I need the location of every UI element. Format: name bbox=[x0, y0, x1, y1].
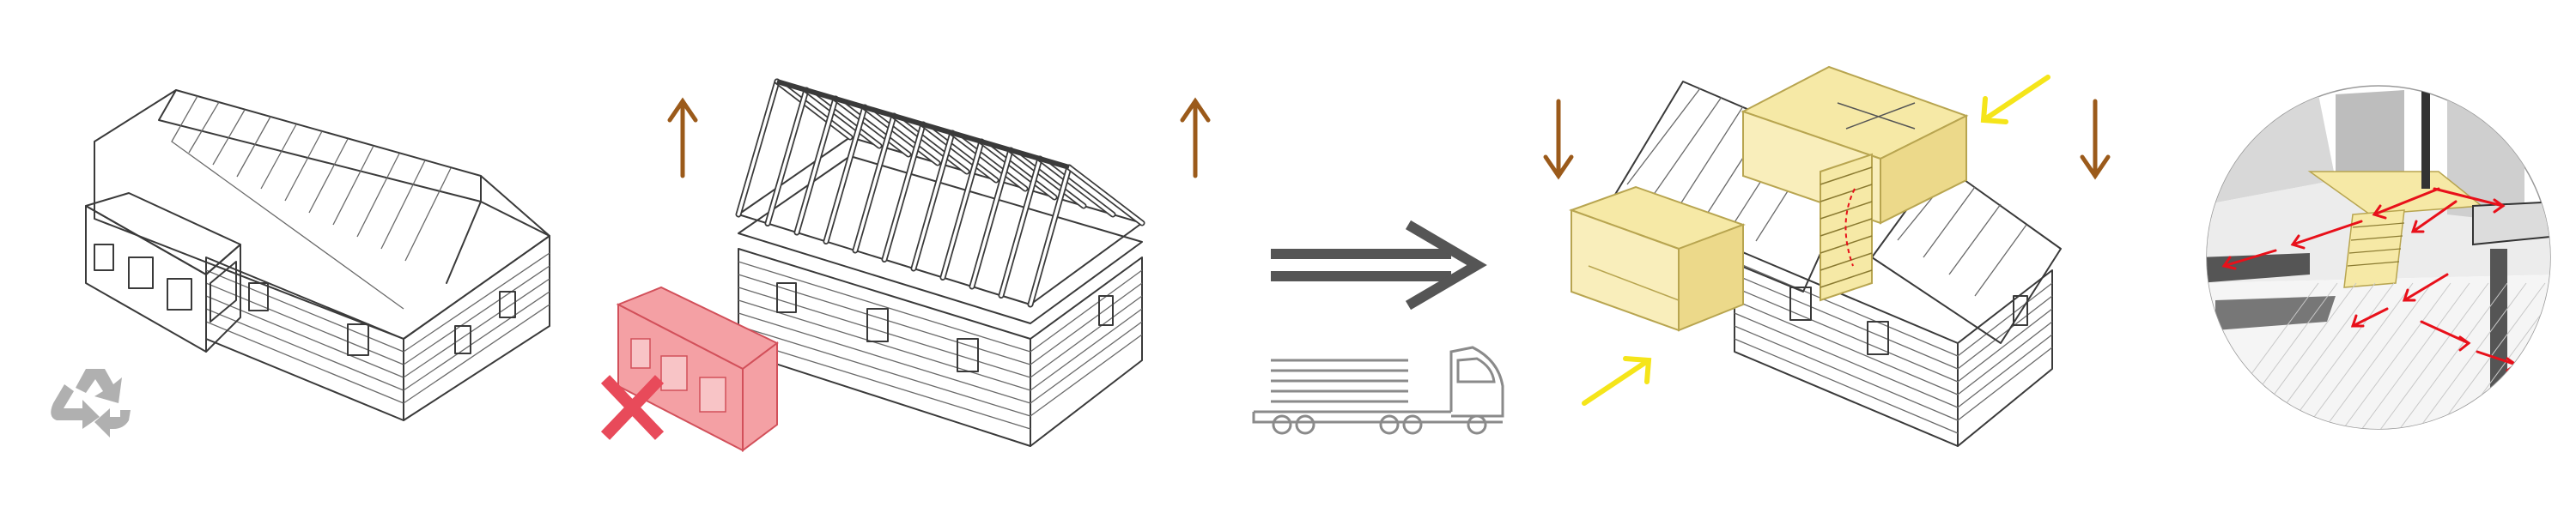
existing-house bbox=[51, 89, 550, 438]
rafter bbox=[854, 114, 896, 252]
rafter bbox=[1029, 166, 1071, 306]
rafter bbox=[883, 123, 925, 262]
rafter bbox=[775, 80, 852, 139]
detail-circulation bbox=[2206, 85, 2576, 446]
rafter bbox=[805, 88, 881, 148]
double-arrow-icon bbox=[1271, 220, 1487, 311]
arrow-diagonal-icon-top bbox=[1980, 75, 2050, 124]
hatch-line bbox=[2367, 282, 2489, 429]
rafter bbox=[980, 140, 1056, 199]
arrow-down-icon-right bbox=[2080, 99, 2111, 180]
rafter bbox=[766, 88, 808, 226]
recycle-icon bbox=[51, 369, 131, 438]
rafter bbox=[951, 131, 1027, 190]
arrow-up-icon-right bbox=[1180, 97, 1211, 178]
removed-annex bbox=[616, 286, 779, 452]
truck-icon bbox=[1252, 346, 1504, 435]
arrow-down-icon-left bbox=[1543, 99, 1574, 180]
rafter bbox=[912, 131, 954, 270]
new-volumes-inserted bbox=[1543, 65, 2111, 447]
ridge-beam bbox=[776, 79, 1070, 170]
hatch-line bbox=[2557, 283, 2576, 446]
rafter bbox=[1009, 148, 1085, 208]
hatch-line bbox=[2386, 282, 2508, 429]
cross-icon bbox=[600, 375, 665, 440]
rafter bbox=[999, 157, 1042, 298]
inserted-side-module bbox=[1569, 185, 1746, 332]
wall-siding bbox=[205, 269, 404, 404]
rafter bbox=[921, 123, 998, 182]
roof-rafters bbox=[735, 78, 1145, 308]
rafter bbox=[737, 80, 779, 216]
hatch-line bbox=[2405, 282, 2527, 429]
rafter bbox=[824, 106, 866, 244]
rafter bbox=[892, 114, 969, 173]
rafter bbox=[834, 97, 910, 156]
rafter bbox=[1067, 166, 1144, 225]
roof-seams bbox=[171, 95, 452, 310]
inserted-core-volume bbox=[1741, 65, 1969, 302]
hatch-line bbox=[2348, 282, 2470, 429]
hatch-line bbox=[2537, 282, 2550, 429]
hatch-line bbox=[2330, 282, 2451, 429]
rafter bbox=[1038, 157, 1115, 216]
rafter bbox=[970, 148, 1012, 288]
hatch-line bbox=[2311, 282, 2433, 429]
transport bbox=[1252, 220, 1504, 435]
rafter bbox=[863, 106, 939, 165]
flow-arrows bbox=[2221, 187, 2518, 372]
frame-lifted bbox=[600, 78, 1211, 452]
arrow-up-icon-left bbox=[667, 97, 698, 178]
rafter bbox=[795, 97, 837, 234]
rafter bbox=[941, 140, 983, 280]
arrow-diagonal-icon-bottom bbox=[1582, 356, 1652, 406]
